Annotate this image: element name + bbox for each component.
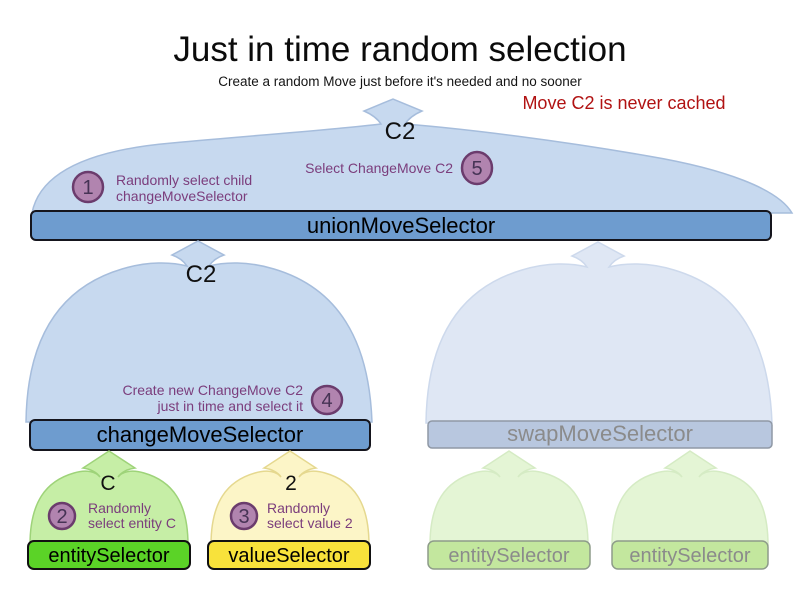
step-2-text-line2: select entity C [88, 515, 176, 531]
step-5-circle [460, 150, 494, 186]
swap-funnel-arrow-shape [425, 241, 773, 424]
entity-faded-funnel-1-arrow-shape [429, 450, 589, 546]
entity-selector-bar [27, 540, 191, 570]
step-4-text-line2: just in time and select it [156, 398, 303, 414]
step-1-number: 1 [82, 177, 93, 199]
step-2-number: 2 [56, 506, 67, 528]
entity-selector-faded-bar-2 [611, 540, 769, 570]
step-1-circle [71, 170, 105, 204]
value-selector-label: valueSelector [228, 545, 350, 567]
change-funnel-arrow-shape [25, 240, 373, 423]
flow-label-2: 2 [285, 472, 297, 495]
step-4-circle [310, 384, 344, 416]
step-1-text-line1: Randomly select child [116, 172, 252, 188]
never-cached-note: Move C2 is never cached [522, 93, 725, 113]
union-funnel-arrow-shape [31, 98, 794, 214]
change-move-selector-label: changeMoveSelector [97, 422, 304, 447]
flow-label-c2-mid: C2 [186, 261, 217, 288]
step-3-text-line2: select value 2 [267, 515, 353, 531]
swap-move-selector-label: swapMoveSelector [507, 421, 693, 446]
entity-selector-faded-label-2: entitySelector [629, 545, 751, 567]
change-move-selector-bar [29, 419, 371, 451]
step-5-number: 5 [471, 158, 482, 180]
step-4-text-line1: Create new ChangeMove C2 [122, 382, 303, 398]
step-1-text-line2: changeMoveSelector [116, 188, 248, 204]
flow-label-c: C [100, 472, 115, 495]
page-subtitle: Create a random Move just before it's ne… [218, 74, 582, 89]
step-3-circle [229, 501, 259, 531]
union-move-selector-label: unionMoveSelector [307, 213, 495, 238]
page-title: Just in time random selection [173, 30, 626, 69]
swap-move-selector-bar [427, 420, 773, 449]
step-5-text: Select ChangeMove C2 [305, 160, 453, 176]
step-2-text-line1: Randomly [88, 500, 151, 516]
step-4-number: 4 [321, 390, 332, 412]
entity-selector-faded-bar-1 [427, 540, 591, 570]
union-move-selector-bar [30, 210, 772, 241]
flow-label-c2-top: C2 [385, 118, 416, 145]
step-3-number: 3 [238, 506, 249, 528]
value-selector-bar [207, 540, 371, 570]
entity-selector-faded-label-1: entitySelector [448, 545, 570, 567]
entity-selector-label: entitySelector [48, 545, 170, 567]
entity-faded-funnel-2-arrow-shape [611, 450, 769, 546]
step-2-circle [47, 501, 77, 531]
step-3-text-line1: Randomly [267, 500, 330, 516]
